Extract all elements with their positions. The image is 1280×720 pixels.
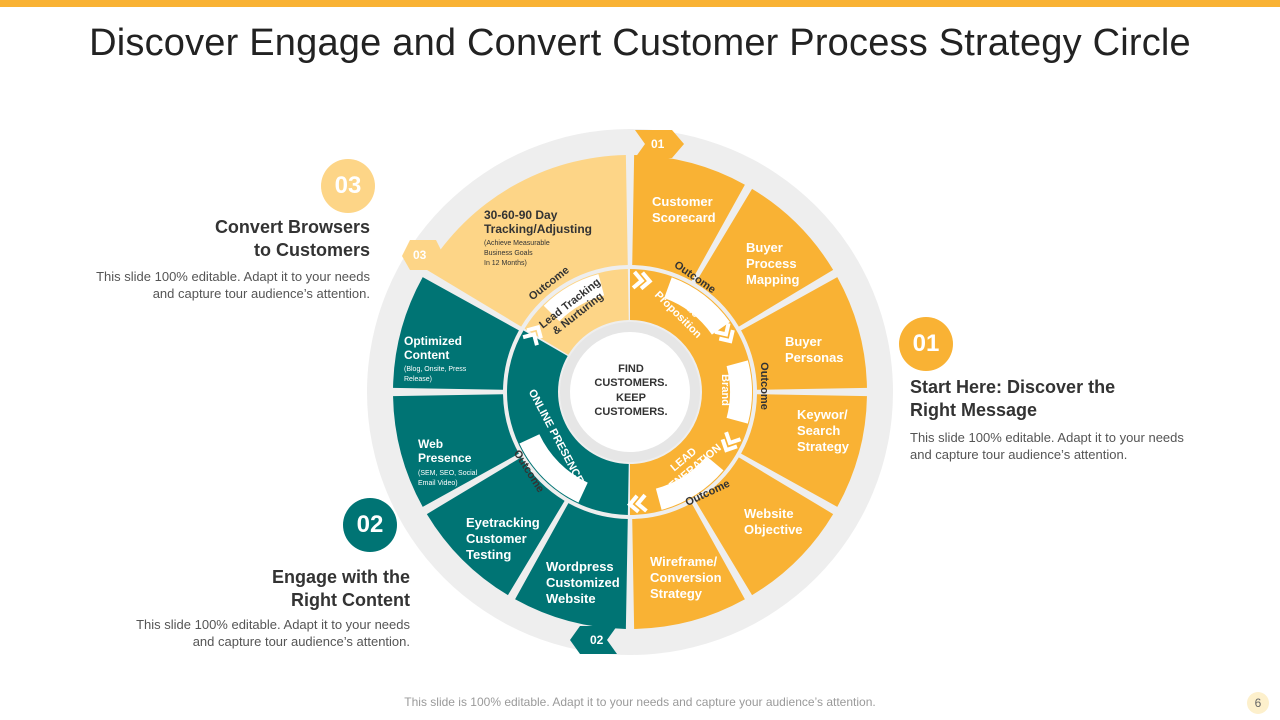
step-02-heading-line2: Right Content	[291, 590, 410, 610]
outer-segments	[393, 155, 867, 629]
segment-web-presence	[393, 394, 519, 507]
segment-tracking-adjusting	[426, 155, 628, 327]
step-01-desc-line2: and capture tour audience’s attention.	[910, 447, 1128, 462]
segment-buyer-process	[695, 188, 834, 327]
wireframe-label-line3: Strategy	[650, 586, 703, 601]
chevron-icon	[631, 270, 653, 291]
marker-03-label: 03	[413, 248, 427, 262]
step-02-heading: Engage with the Right Content	[170, 566, 410, 612]
marker-02-label: 02	[590, 633, 604, 647]
segment-wireframe	[632, 503, 745, 629]
wireframe-label-line2: Conversion	[650, 570, 722, 585]
buyer-process-label-line2: Process	[746, 256, 797, 271]
center-text-line1: FIND	[618, 363, 644, 375]
step-02-heading-line1: Engage with the	[271, 567, 410, 587]
center-circle	[570, 332, 690, 452]
step-02-desc-line2: and capture tour audience’s attention.	[192, 634, 410, 649]
chevron-icon	[522, 324, 543, 346]
web-presence-label-line2: Presence	[418, 451, 472, 465]
step-01-heading-line2: Right Message	[910, 400, 1038, 420]
marker-02-arrow	[570, 626, 617, 654]
customer-scorecard-label-line1: Customer	[652, 194, 713, 209]
segment-website-objective	[695, 457, 834, 596]
chevron-icon	[714, 322, 735, 344]
page-title: Discover Engage and Convert Customer Pro…	[89, 22, 1191, 64]
step-03-desc-line2: and capture tour audience’s attention.	[152, 286, 370, 301]
center-text-line3: KEEP	[616, 392, 646, 404]
buyer-personas-label-line2: Personas	[785, 350, 844, 365]
optimized-content-sub-line1: (Blog, Onsite, Press	[404, 366, 467, 373]
outcome-band-4	[519, 434, 588, 503]
outcome-band-1	[664, 277, 730, 335]
outcome-band-2	[726, 360, 752, 424]
tracking-sub-line3: In 12 Months)	[484, 260, 527, 267]
optimized-content-label-line2: Content	[404, 348, 449, 362]
website-objective-label-line1: Website	[744, 506, 794, 521]
web-presence-label-line1: Web	[418, 437, 443, 451]
inner-segments	[507, 269, 753, 515]
tracking-sub-line2: Business Goals	[484, 250, 533, 257]
tracking-sub-line1: (Achieve Measurable	[484, 240, 550, 247]
optimized-content-sub-line2: Release)	[404, 376, 432, 383]
segment-keyword-search	[741, 394, 867, 507]
keyword-search-label-line1: Keywor/	[797, 407, 848, 422]
step-03-desc-line1: This slide 100% editable. Adapt it to yo…	[96, 269, 370, 284]
wordpress-label-line3: Website	[546, 591, 596, 606]
step-03-badge: 03	[321, 159, 375, 213]
segment-wordpress	[515, 503, 628, 629]
step-03-heading-line2: to Customers	[253, 240, 370, 260]
top-accent-bar	[0, 0, 1280, 7]
web-presence-sub-line1: (SEM, SEO, Social	[418, 470, 478, 477]
web-presence-sub-line2: Email Video)	[418, 480, 458, 487]
marker-03-arrow	[402, 240, 444, 270]
segment-optimized-content	[393, 277, 519, 390]
footer-note: This slide is 100% editable. Adapt it to…	[404, 695, 876, 709]
step-02-desc-line1: This slide 100% editable. Adapt it to yo…	[136, 617, 410, 632]
step-01-heading: Start Here: Discover the Right Message	[910, 376, 1210, 422]
outcome-label-2-line1: Outcome	[758, 362, 770, 410]
buyer-process-label-line3: Mapping	[746, 272, 799, 287]
marker-01-arrow	[635, 130, 684, 158]
step-03-heading-line1: Convert Browsers	[214, 217, 370, 237]
step-01-heading-line1: Start Here: Discover the	[910, 377, 1116, 397]
wireframe-label-line1: Wireframe/	[650, 554, 717, 569]
buyer-personas-label-line1: Buyer	[785, 334, 822, 349]
tracking-label-line2: Tracking/Adjusting	[484, 222, 592, 236]
eyetracking-label-line2: Customer	[466, 531, 527, 546]
segment-eyetracking	[426, 457, 565, 596]
buyer-process-label-line1: Buyer	[746, 240, 783, 255]
marker-01-label: 01	[651, 137, 665, 151]
step-01-badge: 01	[899, 317, 953, 371]
customer-scorecard-label-line2: Scorecard	[652, 210, 716, 225]
wordpress-label-line2: Customized	[546, 575, 620, 590]
optimized-content-label-line1: Optimized	[404, 334, 462, 348]
segment-buyer-personas	[741, 277, 867, 390]
page-number: 6	[1247, 692, 1269, 714]
tracking-label-line1: 30-60-90 Day	[484, 208, 558, 222]
center-text-line4: CUSTOMERS.	[594, 406, 667, 418]
step-02-badge: 02	[343, 498, 397, 552]
website-objective-label-line2: Objective	[744, 522, 803, 537]
step-02-description: This slide 100% editable. Adapt it to yo…	[80, 616, 410, 650]
chevron-icon	[720, 431, 742, 453]
wordpress-label-line1: Wordpress	[546, 559, 614, 574]
inner-segment-yellow	[630, 269, 753, 515]
eyetracking-label-line1: Eyetracking	[466, 515, 540, 530]
keyword-search-label-line2: Search	[797, 423, 840, 438]
step-01-description: This slide 100% editable. Adapt it to yo…	[910, 429, 1240, 463]
outcome-band-5	[543, 274, 605, 322]
center-text-line2: CUSTOMERS.	[594, 377, 667, 389]
eyetracking-label-line3: Testing	[466, 547, 511, 562]
brand-label-line1: Brand	[719, 374, 731, 406]
segment-customer-scorecard	[632, 155, 745, 281]
chevron-icon	[626, 493, 648, 514]
step-03-description: This slide 100% editable. Adapt it to yo…	[40, 268, 370, 302]
outcome-band-3	[655, 456, 724, 510]
keyword-search-label-line3: Strategy	[797, 439, 850, 454]
step-01-desc-line1: This slide 100% editable. Adapt it to yo…	[910, 430, 1184, 445]
step-03-heading: Convert Browsers to Customers	[130, 216, 370, 262]
